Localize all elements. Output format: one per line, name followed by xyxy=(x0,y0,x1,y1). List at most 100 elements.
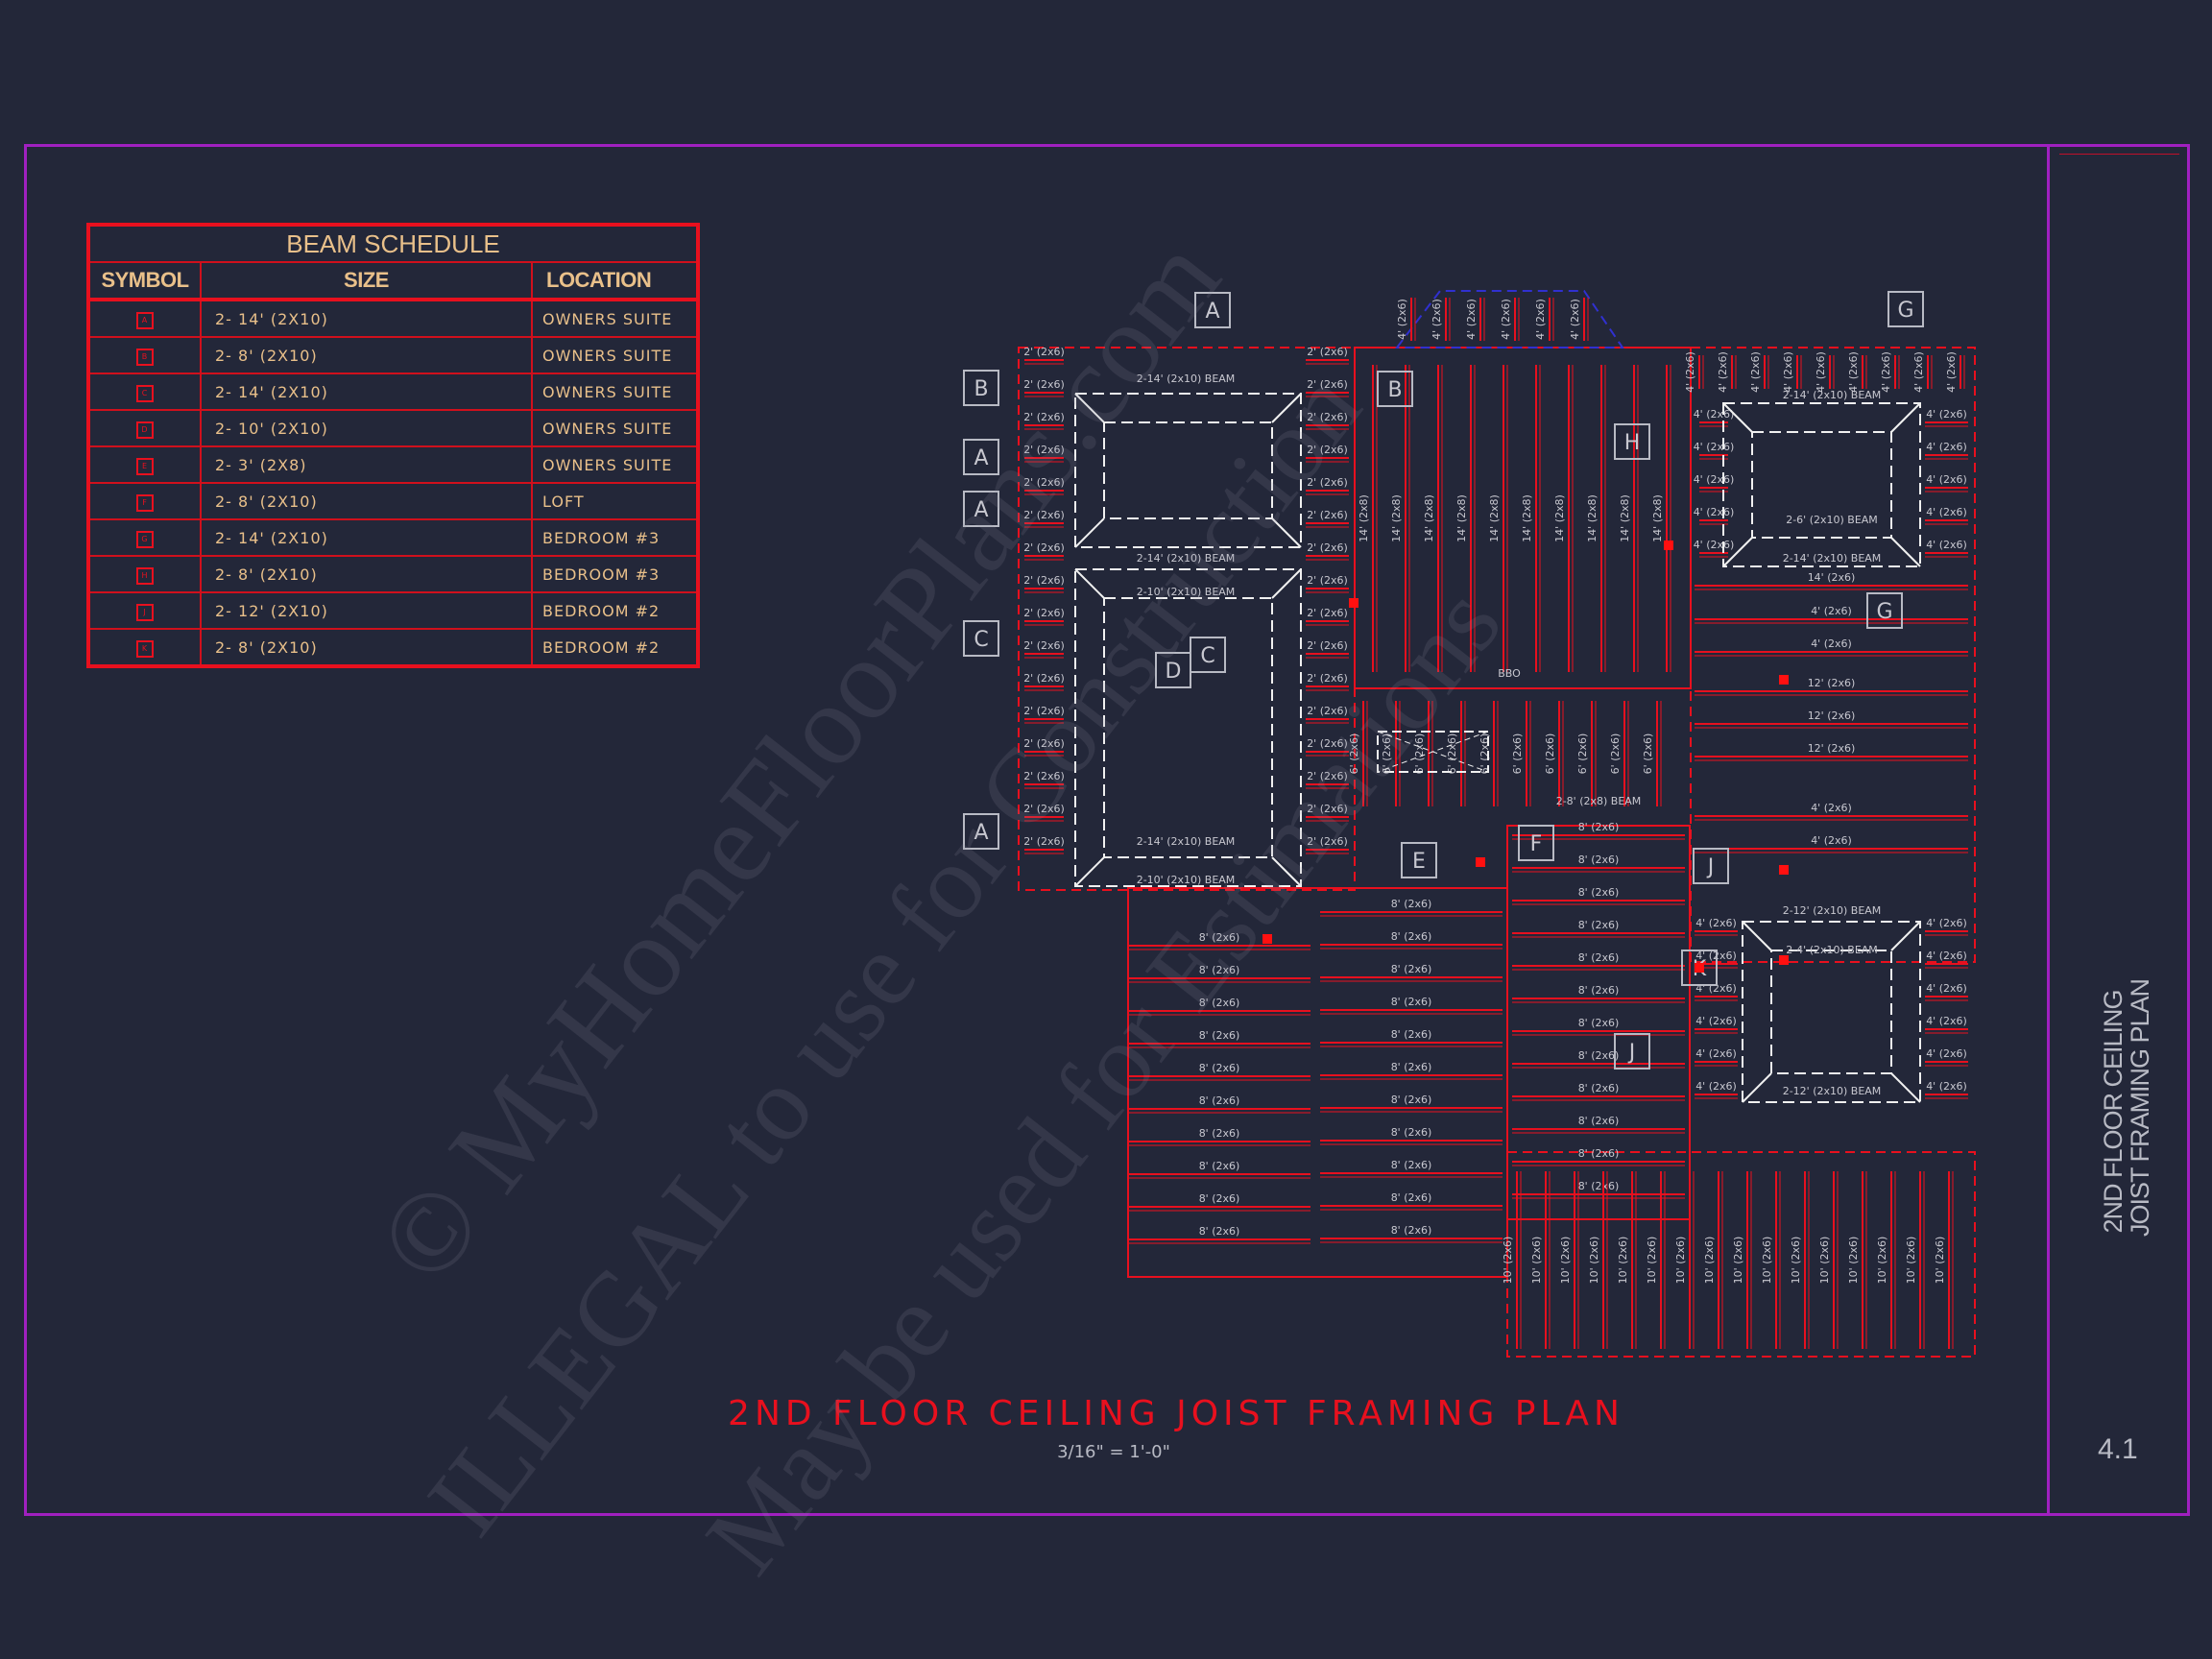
joist-label: 8' (2x6) xyxy=(1578,951,1620,964)
callout-box xyxy=(963,620,999,657)
callout-letter: C xyxy=(974,628,988,652)
joist-label: 4' (2x6) xyxy=(1534,299,1547,340)
hip-line xyxy=(1722,402,1753,433)
callout-letter: B xyxy=(1387,378,1402,402)
size-cell: 2- 8' (2X10) xyxy=(200,628,533,667)
beam-box-bedroom3 xyxy=(1722,402,1921,567)
joist-label: 14' (2x6) xyxy=(1808,571,1856,584)
joist-label: 4' (2x6) xyxy=(1749,351,1762,393)
joist-label: 4' (2x6) xyxy=(1926,1047,1967,1060)
joist-label: 10' (2x6) xyxy=(1761,1237,1773,1285)
joist-label: 4' (2x6) xyxy=(1694,539,1735,551)
joist-label: 8' (2x6) xyxy=(1391,1126,1432,1139)
joist-label: 10' (2x6) xyxy=(1905,1237,1917,1285)
beam-symbol: F xyxy=(136,494,154,512)
beam-label: 2-14' (2x10) BEAM xyxy=(1137,835,1236,848)
joist-label: 4' (2x6) xyxy=(1926,950,1967,962)
beam-schedule-row: D 2- 10' (2X10) OWNERS SUITE xyxy=(87,409,699,447)
joist-label: 10' (2x6) xyxy=(1530,1237,1543,1285)
hip-line xyxy=(1722,537,1753,567)
joist-label: 6' (2x6) xyxy=(1511,733,1524,775)
joist-label: 4' (2x6) xyxy=(1717,351,1729,393)
hip-line xyxy=(1271,517,1302,548)
joist-label: 4' (2x6) xyxy=(1926,441,1967,453)
joist-label: 14' (2x8) xyxy=(1521,494,1533,542)
beam-schedule-row: A 2- 14' (2X10) OWNERS SUITE xyxy=(87,299,699,338)
joist-label: 8' (2x6) xyxy=(1199,1192,1240,1205)
beam-box-bedroom2 xyxy=(1742,921,1921,1103)
header-symbol: SYMBOL xyxy=(87,261,202,301)
joist-label: 2' (2x6) xyxy=(1307,476,1348,489)
joist-label: 8' (2x6) xyxy=(1578,1049,1620,1062)
beam-schedule-row: J 2- 12' (2X10) BEDROOM #2 xyxy=(87,591,699,630)
beam-label: 2-10' (2x10) BEAM xyxy=(1137,874,1236,886)
beam-label: 2-14' (2x10) BEAM xyxy=(1783,389,1882,401)
joist-label: 2' (2x6) xyxy=(1023,639,1065,652)
joist-label: 10' (2x6) xyxy=(1588,1237,1600,1285)
joist-label: 14' (2x8) xyxy=(1358,494,1370,542)
beam-symbol: D xyxy=(136,421,154,439)
joist-label: 4' (2x6) xyxy=(1811,637,1852,650)
beam-label: 2-12' (2x10) BEAM xyxy=(1783,904,1882,917)
joist-label: 4' (2x6) xyxy=(1569,299,1581,340)
joist-label: 8' (2x6) xyxy=(1578,1082,1620,1094)
hip-line xyxy=(1742,921,1772,951)
joist-label: 2' (2x6) xyxy=(1023,737,1065,750)
callout-letter: C xyxy=(1200,644,1214,668)
symbol-cell: B xyxy=(87,336,202,374)
hip-line xyxy=(1890,537,1921,567)
joist-label: 2' (2x6) xyxy=(1307,672,1348,685)
hip-line xyxy=(1074,856,1105,887)
joist-label: 8' (2x6) xyxy=(1391,996,1432,1008)
location-cell: OWNERS SUITE xyxy=(531,336,699,374)
post-marker xyxy=(1262,934,1272,944)
joist-label: 2' (2x6) xyxy=(1307,574,1348,587)
size-cell: 2- 8' (2X10) xyxy=(200,336,533,374)
symbol-cell: F xyxy=(87,482,202,520)
joist-label: 4' (2x6) xyxy=(1926,408,1967,421)
joist-label: 10' (2x6) xyxy=(1674,1237,1687,1285)
beam-box-owners-lower xyxy=(1074,568,1302,887)
beam-label: 2-14' (2x10) BEAM xyxy=(1137,552,1236,565)
beam-box-owners-upper xyxy=(1074,393,1302,548)
joist-label: 4' (2x6) xyxy=(1926,473,1967,486)
joist-label: 4' (2x6) xyxy=(1465,299,1478,340)
joist-label: 8' (2x6) xyxy=(1578,919,1620,931)
joist-label: 2' (2x6) xyxy=(1307,411,1348,423)
beam-schedule-row: F 2- 8' (2X10) LOFT xyxy=(87,482,699,520)
callout-letter: G xyxy=(1876,600,1892,624)
joist-label: 4' (2x6) xyxy=(1782,351,1794,393)
joist-label: 10' (2x6) xyxy=(1732,1237,1744,1285)
joist-label: 2' (2x6) xyxy=(1307,346,1348,358)
sheet-border xyxy=(24,144,2190,1516)
callout-letter: J xyxy=(1706,855,1715,879)
joist-label: 8' (2x6) xyxy=(1391,1159,1432,1171)
joist-label: 4' (2x6) xyxy=(1396,299,1408,340)
joist-label: 2' (2x6) xyxy=(1023,444,1065,456)
joist-label: 2' (2x6) xyxy=(1023,378,1065,391)
joist-label: 2' (2x6) xyxy=(1307,607,1348,619)
hip-line xyxy=(1890,402,1921,433)
joist-label: 2' (2x6) xyxy=(1307,705,1348,717)
sheet-number: 4.1 xyxy=(2098,1433,2138,1465)
joist-label: 2' (2x6) xyxy=(1307,639,1348,652)
joist-label: 8' (2x6) xyxy=(1578,886,1620,899)
callout-box xyxy=(963,813,999,850)
callout-letter: A xyxy=(974,498,988,522)
callout-box xyxy=(1194,292,1231,328)
size-cell: 2- 10' (2X10) xyxy=(200,409,533,447)
plan-scale: 3/16" = 1'-0" xyxy=(1057,1442,1170,1462)
joist-label: 8' (2x6) xyxy=(1391,898,1432,910)
hip-line xyxy=(1271,393,1302,423)
joist-label: 4' (2x6) xyxy=(1811,834,1852,847)
hip-line xyxy=(1074,393,1105,423)
joist-label: 8' (2x6) xyxy=(1391,930,1432,943)
joist-label: 2' (2x6) xyxy=(1023,705,1065,717)
joist-label: 2' (2x6) xyxy=(1307,509,1348,521)
sheet-title: 2ND FLOOR CEILING JOIST FRAMING PLAN xyxy=(2099,979,2154,1237)
joist-label: 2' (2x6) xyxy=(1307,835,1348,848)
size-cell: 2- 8' (2X10) xyxy=(200,482,533,520)
callout-letter: A xyxy=(974,821,988,845)
joist-label: 12' (2x6) xyxy=(1808,677,1856,689)
joist-label: 8' (2x6) xyxy=(1391,1191,1432,1204)
